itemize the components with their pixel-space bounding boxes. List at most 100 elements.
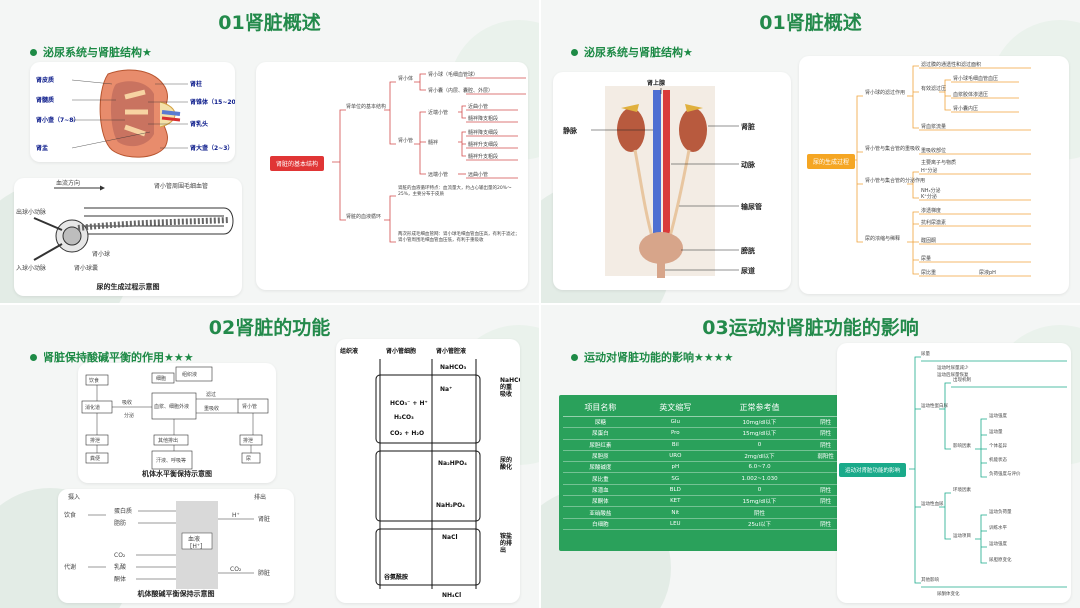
ab-label-8: 血液 — [188, 535, 200, 543]
mm-leaf-12: 渗透梯度 — [921, 207, 941, 214]
wb-node-2: 细胞 — [156, 375, 166, 382]
slide-kidney-function[interactable]: 02肾脏的功能 肾脏保持酸碱平衡的作用★★★ 饮食 消化道 细 — [0, 305, 539, 608]
mm-leaf-proximal: 近端小管 — [428, 109, 448, 116]
table-cell: 尿胆原 — [563, 450, 638, 463]
ab-label-9: [H⁺] — [190, 543, 202, 550]
mm-leaf-5: 肾小囊内压 — [953, 105, 978, 112]
table-cell: 25ul以下 — [712, 518, 807, 530]
wb-node-0: 饮食 — [89, 377, 99, 384]
mm-leaf-6: 肾血浆流量 — [921, 123, 946, 130]
table-cell: KET — [637, 495, 713, 508]
slide-urinary-system[interactable]: 01肾脏概述 泌尿系统与肾脏结构★ 肾上腺 静 — [541, 0, 1080, 303]
label-papilla: 肾乳头 — [190, 120, 208, 128]
tb-side-0: NaHCO₃的重吸收 — [500, 377, 520, 398]
table-cell — [806, 506, 845, 519]
mm-leaf-t1b: 髓袢降支粗段 — [468, 115, 498, 122]
nephron-drawing: 血流方向 肾小管周围毛细血管 出球小动脉 入球小动脉 肾小球 肾小球囊 — [16, 179, 234, 272]
mm-leaf-6: 运动量 — [989, 428, 1003, 435]
mm-branch-concentration: 尿的浓缩与稀释 — [865, 235, 900, 242]
table-header-cell — [806, 399, 845, 417]
mm-leaf-t1a: 近曲小管 — [468, 103, 488, 110]
subtitle-text: 运动对肾脏功能的影响★★★★ — [584, 351, 734, 364]
ab-label-12: 肾脏 — [258, 515, 270, 523]
mindmap-urine-formation[interactable]: 肾小球的滤过作用 肾小管与集合管的重吸收 肾小管与集合管的分泌作用 尿的浓缩与稀… — [799, 56, 1069, 294]
mm-leaf-14: 运动强度 — [989, 540, 1007, 547]
mindmap-kidney-structure[interactable]: 肾单位的基本结构 肾脏的血液循环 肾小体 肾小管 肾小球（毛细血管球） 肾小囊（… — [256, 62, 528, 290]
mm-branch-reabsorption: 肾小管与集合管的重吸收 — [865, 145, 920, 152]
slide-title: 02肾脏的功能 — [208, 317, 331, 339]
mm-leaf-3: 肾小球毛细血管血压 — [953, 75, 998, 82]
tubule-transport-diagram: 组织液 肾小管细胞 肾小管腔液 NaHCO₃ Na⁺ HCO₃⁻ + H⁺ H₂… — [336, 339, 520, 603]
table-cell: 阴性 — [806, 518, 845, 530]
label-peritubular: 肾小管周围毛细血管 — [154, 182, 208, 190]
tb-header-2: 肾小管腔液 — [436, 347, 467, 355]
mindmap-root[interactable]: 尿的生成过程 — [807, 154, 856, 169]
table-cell: 弱阳性 — [806, 450, 845, 463]
label-vein: 静脉 — [563, 126, 578, 135]
mm-branch-urine: 尿量 — [921, 350, 930, 357]
urinary-drawing: 肾上腺 静脉 肾脏 动脉 输尿管 膀胱 尿道 — [563, 79, 762, 278]
wb-node-15: 尿 — [246, 456, 251, 462]
ab-label-7: 酮体 — [114, 575, 126, 583]
ab-label-3: 脂肪 — [114, 519, 126, 527]
ab-label-5: CO₂ — [114, 552, 126, 559]
bullet-dot — [30, 353, 37, 361]
mm-branch-filtration: 肾小球的滤过作用 — [865, 89, 905, 96]
nephron-caption: 尿的生成过程示意图 — [96, 283, 160, 291]
table-cell: URO — [637, 450, 713, 463]
wb-node-11: 粪便 — [90, 455, 100, 462]
wb-node-4: 吸收 — [122, 399, 132, 406]
mm-leaf-11: 运动项目 — [953, 532, 971, 539]
table-cell: BLD — [637, 484, 713, 497]
table-cell: 阴性 — [806, 427, 845, 440]
mm-leaf-14: 醛固酮 — [921, 237, 936, 244]
tb-row-1: Na⁺ — [440, 386, 452, 393]
label-blood-flow: 血流方向 — [56, 179, 80, 187]
mm-note-1: 肾脏的血液循环特点：血流量大，约占心输出量的20%～25%，主要分布于皮质 — [398, 186, 512, 197]
slide-subtitle: 肾脏保持酸碱平衡的作用★★★ — [30, 349, 194, 365]
slide-title: 03运动对肾脏功能的影响 — [702, 317, 919, 339]
table-cell: 阴性 — [806, 416, 845, 429]
slide-title: 01肾脏概述 — [759, 12, 862, 34]
slide-exercise-effects[interactable]: 03运动对肾脏功能的影响 运动对肾脏功能的影响★★★★ 项目名称英文缩写正常参考… — [541, 305, 1080, 608]
table-cell: Bil — [637, 439, 713, 451]
ab-label-13: CO₂ — [230, 566, 242, 573]
tb-row-9: 谷氨酰胺 — [384, 573, 408, 581]
label-cortex: 肾皮质 — [36, 76, 54, 84]
table-cell: 尿酮体 — [563, 495, 638, 508]
mm-leaf-7: 个体差异 — [989, 442, 1007, 449]
mm-branch-proteinuria: 运动性蛋白尿 — [921, 402, 948, 409]
mm-node-tubule: 肾小管 — [398, 137, 413, 144]
table-cell: 15mg/dl以下 — [712, 495, 807, 508]
mindmap-root[interactable]: 运动对肾脏功能的影响 — [839, 463, 907, 477]
ab-label-0: 摄入 — [68, 493, 80, 501]
mm-branch-secretion: 肾小管与集合管的分泌作用 — [865, 177, 925, 184]
mm-leaf-13: 训练水平 — [989, 524, 1007, 531]
wb-node-9: 肾小管 — [242, 403, 257, 410]
subtitle-text: 泌尿系统与肾脏结构★ — [584, 46, 693, 59]
mindmap-exercise-effects[interactable]: 尿量 运动性蛋白尿 运动性血尿 其他影响 运动时尿量减少 运动后尿量恢复 出现机… — [837, 343, 1071, 603]
slide-kidney-structure[interactable]: 01肾脏概述 泌尿系统与肾脏结构★ 肾皮质 肾髓质 肾小盏（7~8） 肾盂 肾柱… — [0, 0, 539, 303]
tb-row-2: HCO₃⁻ + H⁺ — [390, 400, 428, 407]
table-cell: 2mg/dl以下 — [712, 450, 807, 463]
subtitle-text: 肾脏保持酸碱平衡的作用★★★ — [43, 351, 194, 364]
label-minor-calyx: 肾小盏（7~8） — [36, 116, 79, 124]
wb-node-14: 排泄 — [243, 437, 253, 444]
table-cell — [806, 461, 845, 474]
mm-leaf-10: 环境因素 — [953, 486, 971, 493]
mindmap-root[interactable]: 肾脏的基本结构 — [270, 156, 325, 171]
label-capsule: 肾小球囊 — [74, 264, 98, 272]
nephron-diagram: 血流方向 肾小管周围毛细血管 出球小动脉 入球小动脉 肾小球 肾小球囊 尿的生成… — [14, 178, 242, 296]
tb-header-0: 组织液 — [340, 347, 359, 355]
table-cell: 阴性 — [806, 439, 845, 451]
tb-row-7: NaCl — [442, 534, 458, 541]
mm-branch-circulation: 肾脏的血液循环 — [346, 213, 381, 220]
table-cell: Nit — [637, 506, 713, 519]
